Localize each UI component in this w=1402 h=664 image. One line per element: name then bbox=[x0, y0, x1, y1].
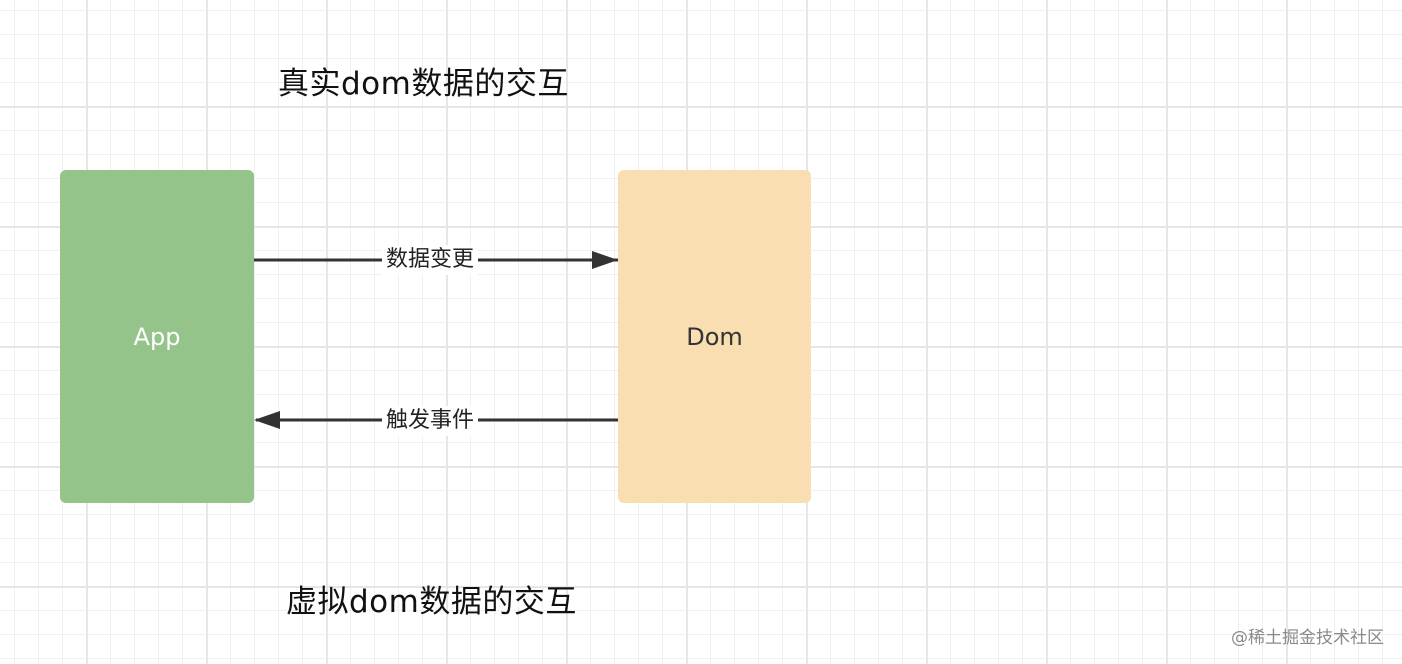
edge-data-change-label: 数据变更 bbox=[382, 245, 479, 275]
edge-data-change-arrowhead bbox=[592, 251, 618, 269]
dom-node-label: Dom bbox=[686, 322, 743, 351]
title-virtual-dom: 虚拟dom数据的交互 bbox=[286, 584, 577, 620]
app-node-label: App bbox=[133, 322, 181, 351]
app-node: App bbox=[60, 170, 254, 503]
edge-trigger-event-arrowhead bbox=[254, 411, 280, 429]
watermark: @稀土掘金技术社区 bbox=[1231, 628, 1384, 648]
title-real-dom: 真实dom数据的交互 bbox=[278, 66, 569, 102]
dom-node: Dom bbox=[618, 170, 811, 503]
edge-trigger-event-label: 触发事件 bbox=[382, 406, 479, 436]
